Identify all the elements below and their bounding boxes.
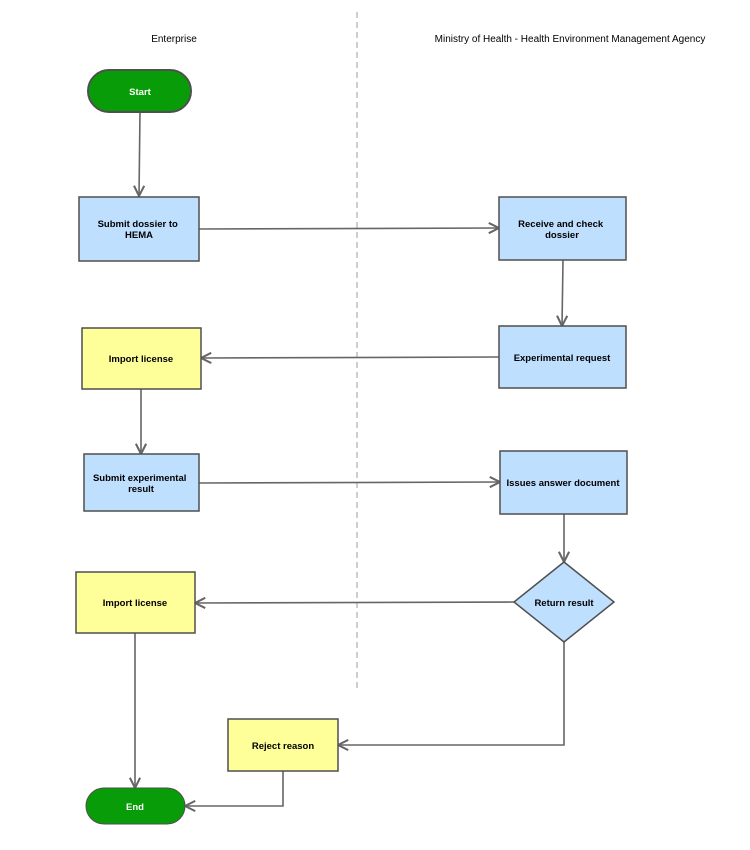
import-license-label-1: Import license xyxy=(109,354,173,365)
issues-answer-label: Issues answer document xyxy=(507,478,621,489)
submit-experimental-node: Submit experimental result xyxy=(83,453,200,512)
reject-reason-label: Reject reason xyxy=(252,741,315,752)
edge-start-to-submit-dossier xyxy=(139,111,140,196)
start-node: Start xyxy=(87,69,192,113)
edge-receive-to-experimental-request xyxy=(562,259,563,326)
issues-answer-node: Issues answer document xyxy=(499,450,628,515)
import-license-node-1: Import license xyxy=(81,327,202,390)
edge-experimental-request-to-import-license xyxy=(201,357,500,358)
edge-submit-dossier-to-receive xyxy=(198,228,499,229)
edge-reject-reason-to-end xyxy=(185,771,284,806)
edge-submit-experimental-to-issues-answer xyxy=(198,482,500,483)
import-license-label-2: Import license xyxy=(103,598,167,609)
submit-experimental-label: Submit experimental result xyxy=(93,473,189,495)
edge-return-result-to-reject-reason xyxy=(338,642,565,745)
edges xyxy=(135,111,565,806)
end-label: End xyxy=(126,802,144,813)
receive-check-node: Receive and check dossier xyxy=(498,196,627,261)
reject-reason-node: Reject reason xyxy=(227,718,339,772)
experimental-request-node: Experimental request xyxy=(498,325,627,389)
submit-dossier-node: Submit dossier to HEMA xyxy=(78,196,200,262)
lane-title-enterprise: Enterprise xyxy=(151,34,197,45)
return-result-decision: Return result xyxy=(512,561,616,643)
experimental-request-label: Experimental request xyxy=(514,353,611,364)
end-node: End xyxy=(85,787,186,825)
start-label: Start xyxy=(129,87,151,98)
return-result-label: Return result xyxy=(534,598,594,609)
lane-title-ministry: Ministry of Health - Health Environment … xyxy=(435,34,706,45)
edge-return-result-to-import-license xyxy=(195,602,515,603)
import-license-node-2: Import license xyxy=(75,571,196,634)
submit-dossier-label: Submit dossier to HEMA xyxy=(98,219,181,241)
receive-check-label: Receive and check dossier xyxy=(518,219,606,241)
